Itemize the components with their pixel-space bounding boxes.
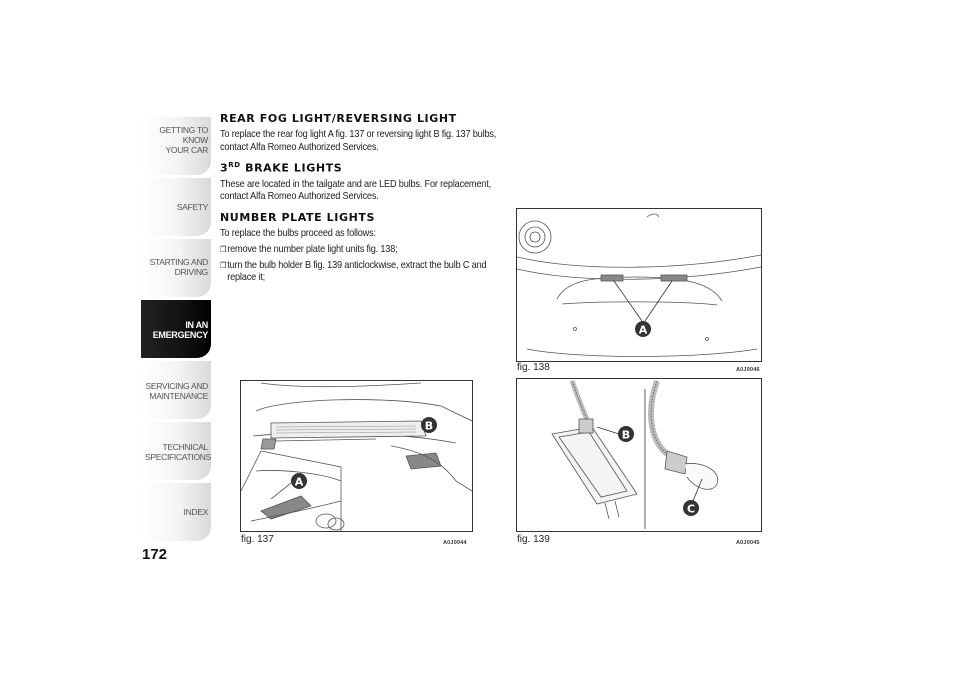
label-circle-a (635, 321, 651, 337)
label-circle-c (683, 500, 699, 516)
paragraph-rear-fog: To replace the rear fog light A fig. 137… (220, 129, 497, 153)
tab-getting-to-know-your-car[interactable]: GETTING TO KNOW YOUR CAR (141, 117, 211, 175)
tab-label: YOUR CAR (165, 145, 209, 155)
label-b: B (425, 420, 433, 433)
section-title-rear-fog: REAR FOG LIGHT/REVERSING LIGHT (220, 112, 457, 125)
section-title-number-plate: NUMBER PLATE LIGHTS (220, 210, 376, 224)
figure-139-code: A0J0045 (736, 540, 760, 546)
tab-starting-and-driving[interactable]: STARTING AND DRIVING (141, 239, 211, 297)
tailgate-number-plate-light-illustration: A (516, 213, 762, 357)
checkbox-bullet-icon: ❒ (220, 245, 227, 255)
tab-label: EMERGENCY (152, 330, 209, 340)
label-circle-b (421, 417, 437, 433)
figure-137-caption: fig. 137 (241, 534, 274, 545)
bulb-holder-illustration: B C (551, 379, 719, 529)
title-rest: BRAKE LIGHTS (240, 161, 343, 175)
figure-137-code: A0J0044 (443, 540, 467, 546)
list-item-text: remove the number plate light units fig.… (227, 244, 398, 256)
label-b: B (622, 429, 630, 442)
list-item: ❒ remove the number plate light units fi… (220, 244, 508, 257)
intro-text: To replace the bulbs proceed as follows: (220, 227, 376, 239)
title-superscript: rd (228, 161, 241, 169)
label-circle-b (618, 426, 634, 442)
label-a: A (295, 476, 304, 489)
tab-label: TECHNICAL (162, 442, 209, 452)
figure-139-caption: fig. 139 (517, 534, 550, 545)
tab-label: SAFETY (176, 202, 209, 212)
tab-label: IN AN (185, 320, 208, 330)
figure-139-image: B C (516, 378, 762, 532)
figure-138-code: A0J0046 (736, 367, 760, 373)
paragraph-brake-lights: These are located in the tailgate and ar… (220, 178, 491, 203)
page-number: 172 (142, 546, 168, 563)
tab-safety[interactable]: SAFETY (141, 178, 211, 236)
label-a: A (639, 324, 648, 337)
title-prefix: 3 (220, 161, 229, 175)
list-item-text: turn the bulb holder B fig. 139 anticloc… (227, 259, 487, 284)
number-plate-instructions: To replace the bulbs proceed as follows:… (220, 228, 508, 285)
figure-138-image: A (516, 208, 762, 362)
tab-label: GETTING TO KNOW (159, 125, 208, 145)
tab-technical-specifications[interactable]: TECHNICAL SPECIFICATIONS (141, 422, 211, 480)
tab-servicing-and-maintenance[interactable]: SERVICING AND MAINTENANCE (141, 361, 211, 419)
checkbox-bullet-icon: ❒ (220, 260, 227, 270)
label-circle-a (291, 473, 307, 489)
rear-bumper-fog-light-illustration: B A (240, 382, 473, 531)
tab-label: DRIVING (174, 267, 209, 277)
tab-label: SERVICING AND (145, 381, 208, 391)
tab-label: MAINTENANCE (149, 391, 208, 401)
tab-label: INDEX (183, 507, 209, 517)
figure-137-image: B A (240, 380, 473, 532)
label-c: C (687, 503, 695, 516)
section-title-brake-lights: 3rd BRAKE LIGHTS (220, 161, 510, 175)
figure-138-caption: fig. 138 (517, 362, 550, 373)
tab-label: SPECIFICATIONS (145, 452, 212, 462)
text-column: REAR FOG LIGHT/REVERSING LIGHT To replac… (220, 112, 510, 285)
tab-label: STARTING AND (149, 257, 209, 267)
tab-in-an-emergency[interactable]: IN AN EMERGENCY (141, 300, 211, 358)
list-item: ❒ turn the bulb holder B fig. 139 anticl… (220, 260, 508, 285)
tab-index[interactable]: INDEX (141, 483, 211, 541)
